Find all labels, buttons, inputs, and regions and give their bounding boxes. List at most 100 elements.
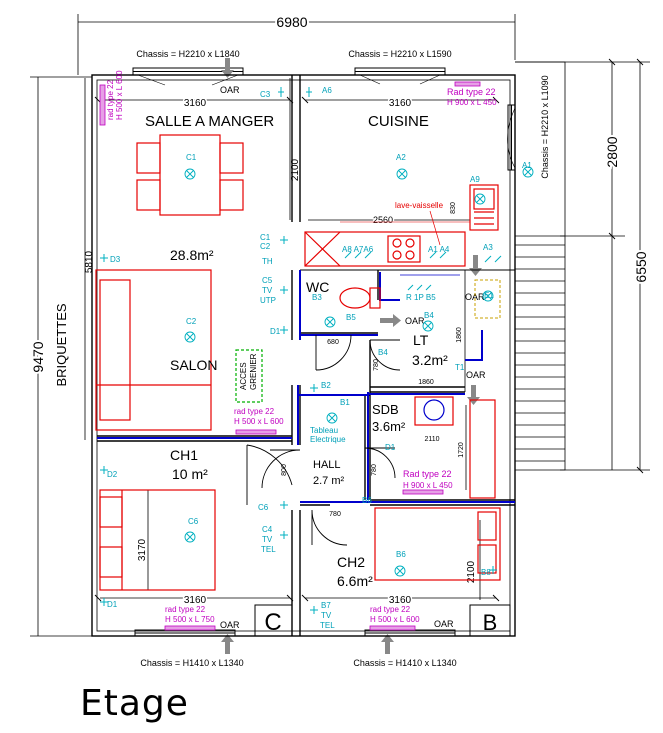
walls [91,74,516,637]
elec-b1: B1 [340,398,350,407]
dim-right-room: 3160 [389,98,412,109]
dim-door-780-ch2: 780 [329,511,341,518]
dim-sdb-width: 2110 [424,436,439,443]
chassis-top-left: Chassis = H2210 x L1840 [136,49,239,59]
room-lt-area: 3.2m² [412,352,448,368]
dim-total-height: 9470 [30,341,46,372]
oar-label: OAR [465,292,485,302]
elec-c2: C2 [186,317,197,326]
elec-tv2: TV [262,535,273,544]
elec-a9: A9 [470,175,480,184]
elec-a6: A6 [322,86,332,95]
dim-kitchen-run: 2560 [373,215,393,225]
side-label-briquettes: BRIQUETTES [54,303,69,386]
elec-b6: B6 [362,496,372,505]
dim-door-780-lt: 780 [373,359,380,371]
room-salle-a-manger: SALLE A MANGER [145,113,274,130]
utility-box [474,279,501,319]
light-point-icon [184,331,196,343]
acces-grenier-hatch [235,349,263,403]
dim-sink: 830 [450,202,457,214]
oar-label: OAR [220,620,240,630]
elec-b5: B5 [346,313,356,322]
dim-left-room: 3160 [184,98,207,109]
elec-d1c: D1 [107,600,118,609]
furniture [95,134,501,591]
oar-label: OAR [405,316,425,326]
light-point-icon [422,320,434,332]
light-point-icon [522,166,534,178]
elec-c1: C1 [186,153,197,162]
chassis-right: Chassis = H2210 x L1090 [540,75,550,178]
elec-tel1: TEL [261,545,276,554]
elec-a3: A3 [483,243,493,252]
rad-6-size: H 500 x L 600 [370,615,420,624]
elec-tableau: Tableau [310,426,338,435]
elec-a1a4: A1 A4 [428,245,450,254]
dim-lt-width: 1860 [418,379,434,386]
light-point-icon [324,316,336,328]
elec-d2: D2 [107,470,118,479]
room-labels: SALLE A MANGER CUISINE 28.8m² SALON WC L… [145,113,448,589]
dim-right-upper: 2800 [604,136,620,167]
elec-b4: B4 [424,311,434,320]
rad-3-size: H 500 x L 600 [234,417,284,426]
light-point-icon [184,168,196,180]
room-hall: HALL [313,459,341,471]
grenier-label: GRENIER [249,353,258,390]
electrical-labels: A6 C3 C1 A2 A1 A9 C1 C2 TH C5 TV UTP D3 … [107,86,532,630]
room-wc: WC [306,279,329,295]
elec-utp: UTP [260,296,276,305]
oar-label: OAR [220,85,240,95]
staircase [515,61,566,471]
dim-lt-height: 1860 [456,327,463,343]
chassis-bottom-right: Chassis = H1410 x L1340 [353,658,456,668]
room-salon-area: 28.8m² [170,247,214,263]
radiator-labels: rad type 22 H 500 x L 600 Rad type 22 H … [106,70,497,624]
acces-label: ACCES [239,362,248,390]
letter-c: C [264,609,281,636]
oar-label: OAR [434,619,454,629]
dim-ch1-depth: 3170 [137,538,148,561]
elec-a2: A2 [396,153,406,162]
light-point-icon [482,290,494,302]
lave-vaisselle-label: lave-vaisselle [395,201,444,210]
elec-c6: C6 [258,503,269,512]
elec-tv3: TV [321,611,332,620]
floor-caption: Etage [80,683,189,724]
dim-bottom-left: 3160 [184,595,207,606]
blue-partitions [97,270,515,503]
letter-c-box [254,604,293,637]
room-cuisine: CUISINE [368,113,429,130]
dim-wall-top: 2100 [290,158,301,181]
chassis-top-right: Chassis = H2210 x L1590 [348,49,451,59]
rad-5-size: H 500 x L 750 [165,615,215,624]
rad-1-type: rad type 22 [106,79,115,120]
elec-b8: B8 [481,568,491,577]
rad-3-type: rad type 22 [234,407,275,416]
rad-2-size: H 900 x L 450 [447,98,497,107]
elec-b2: B2 [321,381,331,390]
elec-a1: A1 [522,161,532,170]
elec-c3: C3 [260,90,271,99]
elec-c6b: C6 [188,517,199,526]
dimension-ticks [94,58,644,602]
chassis-bottom-left: Chassis = H1410 x L1340 [140,658,243,668]
elec-b3: B3 [312,293,322,302]
letter-b-box [469,604,511,637]
elec-r1pb5: R 1P B5 [406,293,436,302]
elec-a8a7a6: A8 A7A6 [342,245,374,254]
elec-d1b: D1 [385,443,396,452]
elec-c1b: C1 [260,233,271,242]
rad-5-type: rad type 22 [165,605,206,614]
elec-tv1: TV [262,286,273,295]
light-point-icon [184,531,196,543]
room-ch2-area: 6.6m² [337,573,373,589]
elec-b6b: B6 [396,550,406,559]
rad-2-type: Rad type 22 [447,87,496,97]
room-ch2: CH2 [337,554,365,570]
elec-c2b: C2 [260,242,271,251]
elec-electrique: Electrique [310,435,346,444]
elec-c4: C4 [262,525,273,534]
